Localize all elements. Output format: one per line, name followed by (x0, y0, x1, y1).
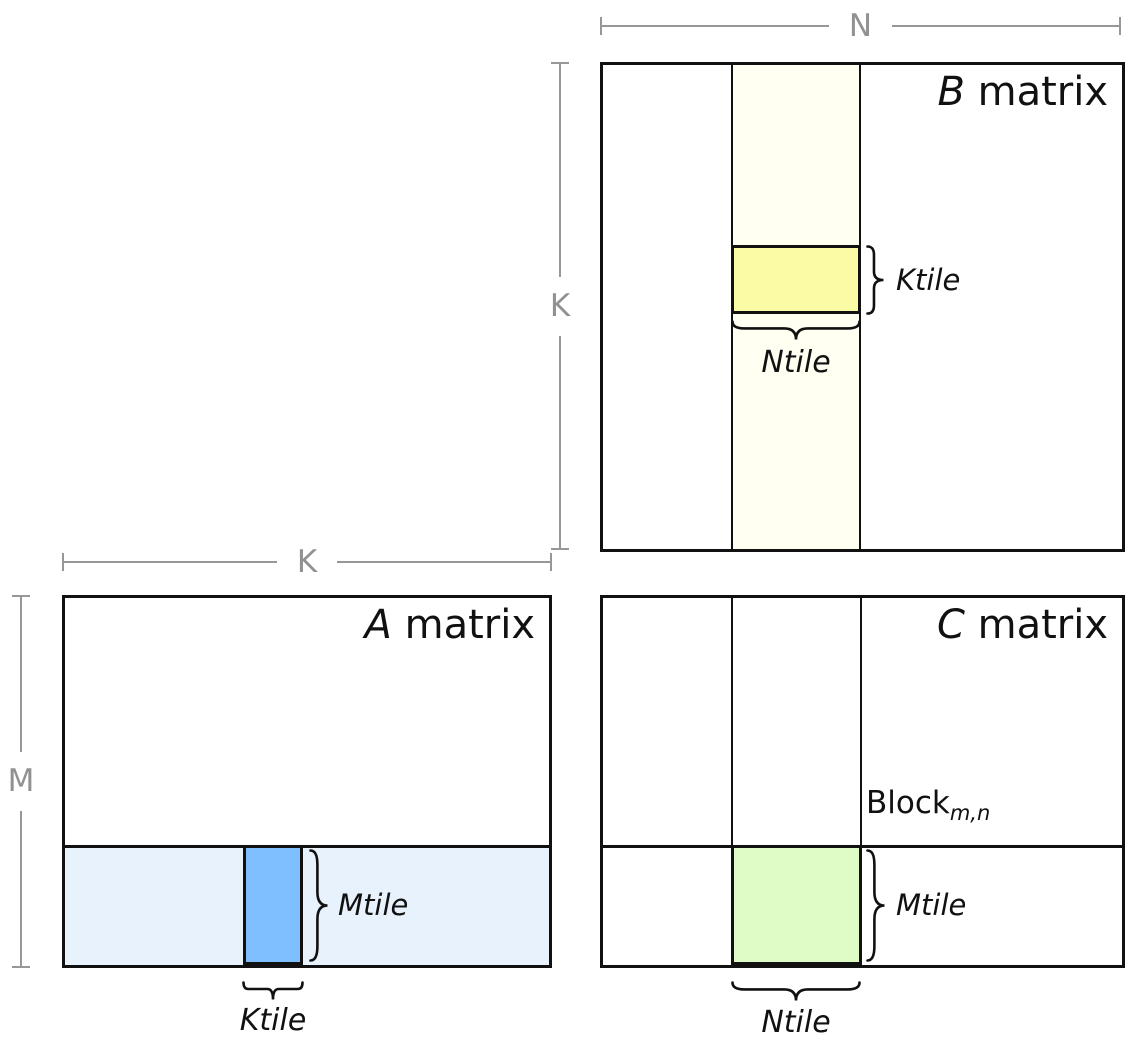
ktile-brace-b (866, 245, 885, 315)
dimension-tick (1119, 17, 1122, 35)
a-matrix-title: A matrix (364, 602, 535, 648)
b-matrix-title: B matrix (937, 69, 1108, 115)
dimension-line (559, 64, 561, 277)
dimension-n-label: N (848, 7, 873, 44)
b-ktile-tile (731, 245, 861, 314)
dimension-k-b: K (550, 62, 570, 550)
ntile-label-b: Ntile (761, 345, 831, 380)
a-matrix: A matrix (62, 595, 552, 968)
ktile-brace-a (242, 981, 304, 1001)
dimension-tick (551, 62, 569, 64)
dimension-line (559, 335, 561, 548)
dimension-line (337, 561, 550, 563)
b-matrix: B matrix (600, 62, 1125, 552)
mtile-label-c: Mtile (896, 888, 967, 922)
ntile-label-c: Ntile (761, 1005, 831, 1040)
dimension-n: N (600, 10, 1122, 41)
dimension-line (20, 597, 22, 752)
mtile-label-a: Mtile (338, 888, 409, 922)
dimension-k-a: K (62, 546, 552, 577)
dimension-tick (62, 553, 64, 571)
dimension-tick (551, 548, 569, 550)
a-row-stripe (65, 845, 549, 965)
c-block-tile (731, 845, 862, 965)
c-row-divider (603, 845, 1122, 848)
dimension-m: M (8, 595, 34, 968)
dimension-tick (12, 966, 30, 968)
dimension-tick (600, 17, 602, 35)
dimension-k-b-label: K (549, 287, 571, 324)
dimension-tick (550, 553, 552, 571)
mtile-brace-a (309, 849, 329, 962)
dimension-line (602, 25, 829, 27)
dimension-k-a-label: K (296, 543, 318, 580)
ktile-label-b: Ktile (896, 263, 961, 297)
c-column-divider-left (731, 598, 733, 965)
dimension-line (64, 561, 277, 563)
c-column-divider-right (860, 598, 862, 965)
dimension-line (20, 811, 22, 966)
dimension-m-label: M (7, 763, 35, 799)
ktile-label-a: Ktile (239, 1003, 307, 1038)
c-block-label: Blockm,n (866, 785, 991, 825)
a-mtile-ktile-tile (243, 845, 303, 965)
c-matrix-title: C matrix (936, 602, 1108, 648)
dimension-line (892, 25, 1120, 27)
c-matrix: C matrix Blockm,n (600, 595, 1125, 968)
mtile-brace-c (866, 849, 886, 962)
dimension-tick (12, 595, 30, 597)
ntile-brace-b (731, 320, 861, 341)
ntile-brace-c (731, 981, 861, 1002)
